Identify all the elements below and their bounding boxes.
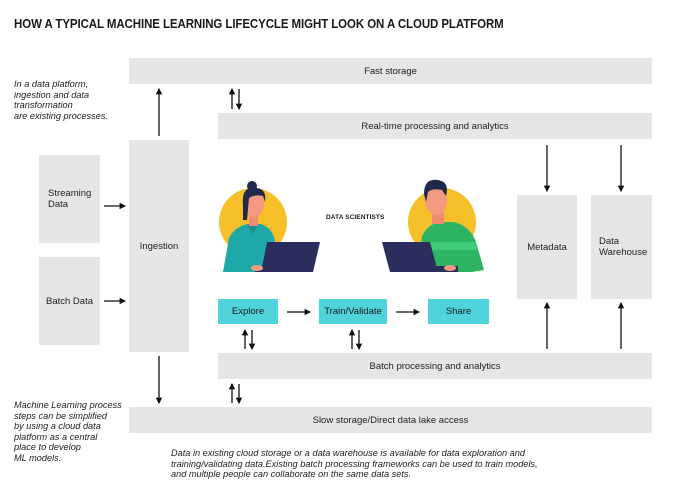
train-validate-step: Train/Validate <box>319 299 387 324</box>
data-warehouse-box: Data Warehouse <box>591 195 652 299</box>
note-line: platform as a central <box>14 431 98 442</box>
note-line: and multiple people can collaborate on t… <box>171 469 412 480</box>
realtime-processing-label: Real-time processing and analytics <box>361 120 509 132</box>
note-line: In a data platform, <box>14 79 89 89</box>
metadata-label: Metadata <box>527 241 567 253</box>
fast-storage-box: Fast storage <box>129 58 652 84</box>
note-line: transformation <box>14 100 73 111</box>
metadata-box: Metadata <box>517 195 577 299</box>
ingestion-box: Ingestion <box>129 140 189 352</box>
streaming-data-label: Streaming <box>48 188 92 199</box>
note-line: training/validating data.Existing batch … <box>171 458 538 469</box>
note-line: Machine Learning process <box>14 400 122 410</box>
batch-data-label: Batch Data <box>46 295 93 307</box>
explore-label: Explore <box>231 306 265 317</box>
ingestion-label: Ingestion <box>139 240 179 252</box>
data-warehouse-label: Data <box>599 236 620 247</box>
streaming-data-box: Streaming Data <box>39 155 100 243</box>
diagram-title: HOW A TYPICAL MACHINE LEARNING LIFECYCLE… <box>14 17 504 31</box>
note-line: Data in existing cloud storage or a data… <box>171 448 525 458</box>
note-line: ingestion and data <box>14 89 90 100</box>
batch-processing-label: Batch processing and analytics <box>369 360 501 372</box>
note-line: by using a cloud data <box>14 421 101 432</box>
slow-storage-label: Slow storage/Direct data lake access <box>312 414 469 426</box>
data-scientists-label: DATA SCIENTISTS <box>326 214 385 221</box>
realtime-processing-box: Real-time processing and analytics <box>218 113 652 139</box>
data-warehouse-label: Warehouse <box>599 247 648 258</box>
explore-step: Explore <box>218 299 278 324</box>
streaming-data-label: Data <box>48 199 69 210</box>
note-data-availability: Data in existing cloud storage or a data… <box>171 448 538 480</box>
batch-processing-box: Batch processing and analytics <box>218 353 652 379</box>
slow-storage-box: Slow storage/Direct data lake access <box>129 407 652 433</box>
train-validate-label: Train/Validate <box>324 306 382 317</box>
share-label: Share <box>445 306 472 317</box>
woman-with-laptop-icon <box>219 181 320 272</box>
note-ml-process: Machine Learning process steps can be si… <box>14 400 122 464</box>
batch-data-box: Batch Data <box>39 257 100 345</box>
note-data-platform: In a data platform, ingestion and data t… <box>14 79 108 121</box>
share-step: Share <box>428 299 489 324</box>
fast-storage-label: Fast storage <box>364 65 417 77</box>
note-line: place to develop <box>14 442 81 453</box>
note-line: are existing processes. <box>14 110 108 121</box>
man-with-laptop-icon <box>382 179 484 272</box>
note-line: ML models. <box>14 452 62 463</box>
note-line: steps can be simplified <box>14 410 107 421</box>
